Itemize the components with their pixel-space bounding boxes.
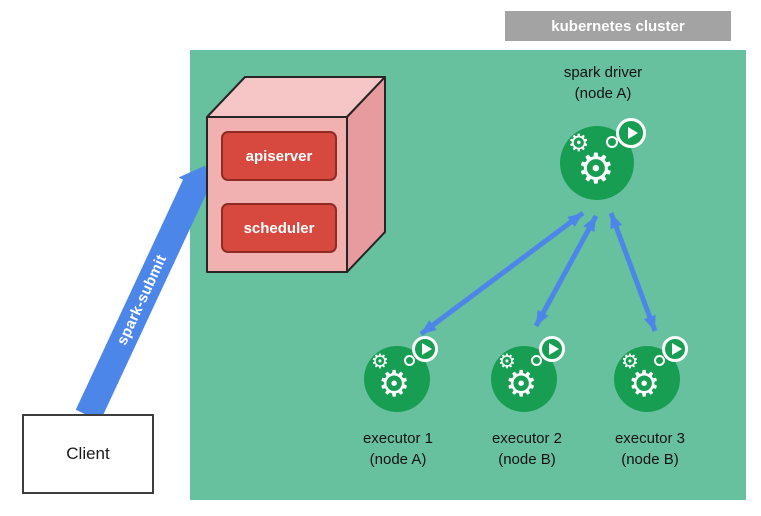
play-badge-icon <box>539 336 565 362</box>
apiserver-box: apiserver <box>221 131 337 181</box>
executor3-node: (node B) <box>621 451 679 468</box>
executor1-icon: ⚙ ⚙ <box>362 334 442 414</box>
apiserver-label: apiserver <box>245 147 313 165</box>
executor3-title: executor 3 <box>614 430 686 447</box>
kubernetes-cluster-label: kubernetes cluster <box>505 11 731 41</box>
executor1-node: (node A) <box>369 451 427 468</box>
client-box: Client <box>22 414 154 494</box>
play-badge-icon <box>662 336 688 362</box>
driver-executor2-arrow <box>533 214 599 328</box>
executor2-icon: ⚙ ⚙ <box>489 334 569 414</box>
play-icon <box>628 127 638 139</box>
executor2-label: executor 2 (node B) <box>462 428 592 470</box>
executor1-label: executor 1 (node A) <box>333 428 463 470</box>
executor3-label: executor 3 (node B) <box>585 428 715 470</box>
gear-dot-icon <box>531 355 542 366</box>
gear-icon: ⚙ <box>568 130 590 157</box>
executor1-title: executor 1 <box>362 430 434 447</box>
gear-icon: ⚙ <box>378 363 411 404</box>
spark-driver-icon: ⚙ ⚙ <box>558 116 650 206</box>
driver-executor1-arrow <box>419 210 585 337</box>
gear-icon: ⚙ <box>628 363 661 404</box>
play-badge-icon <box>412 336 438 362</box>
gear-icon: ⚙ <box>498 351 516 373</box>
gear-dot-icon <box>404 355 415 366</box>
container-blob-icon: ⚙ ⚙ <box>491 346 557 412</box>
spark-driver-title: spark driver <box>563 64 643 81</box>
play-icon <box>672 343 682 355</box>
scheduler-label: scheduler <box>243 219 315 237</box>
executor2-title: executor 2 <box>491 430 563 447</box>
play-badge-icon <box>616 118 646 148</box>
play-icon <box>422 343 432 355</box>
spark-driver-node: (node A) <box>574 85 632 102</box>
executor3-icon: ⚙ ⚙ <box>612 334 692 414</box>
spark-driver-label: spark driver (node A) <box>528 62 678 104</box>
gear-icon: ⚙ <box>371 351 389 373</box>
driver-executor3-arrow <box>608 212 658 332</box>
gear-dot-icon <box>654 355 665 366</box>
gear-icon: ⚙ <box>621 351 639 373</box>
client-label: Client <box>66 444 110 463</box>
gear-icon: ⚙ <box>577 145 615 192</box>
gear-icon: ⚙ <box>505 363 538 404</box>
executor2-node: (node B) <box>498 451 556 468</box>
scheduler-box: scheduler <box>221 203 337 253</box>
play-icon <box>549 343 559 355</box>
gear-dot-icon <box>606 136 618 148</box>
